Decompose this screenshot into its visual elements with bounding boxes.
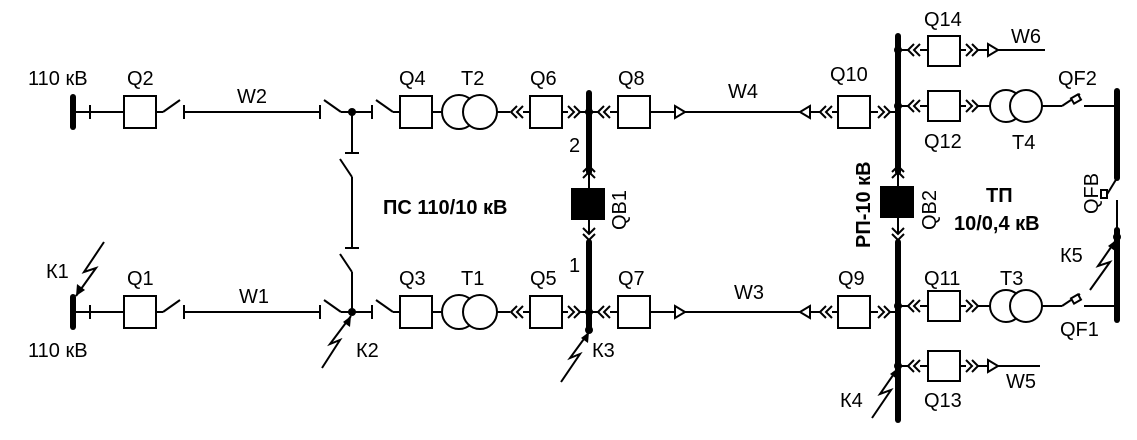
label-QF2: QF2 <box>1058 68 1097 90</box>
fault-marker-K5 <box>1089 239 1117 291</box>
feeder-W5 <box>898 350 1040 382</box>
feeder-W6 <box>898 35 1045 67</box>
breaker-Q2 <box>123 95 157 129</box>
label-Q4: Q4 <box>399 68 426 90</box>
breaker-Q4 <box>399 95 433 129</box>
breaker-Q10 <box>837 95 871 129</box>
sectional-breaker-QB1 <box>571 188 605 220</box>
label-W2: W2 <box>237 86 267 108</box>
disconnector-blade-Q2 <box>162 99 181 113</box>
rp-10kv-bus <box>880 33 914 423</box>
label-W3: W3 <box>734 282 764 304</box>
label-T4: T4 <box>1012 132 1035 154</box>
label-section-2: 2 <box>569 135 580 157</box>
label-QB1: QB1 <box>609 190 631 230</box>
breaker-Q9 <box>837 295 871 329</box>
bridge-disconnectors <box>339 112 359 312</box>
label-T1: T1 <box>461 268 484 290</box>
label-Q1: Q1 <box>127 268 154 290</box>
breaker-Q5 <box>529 295 563 329</box>
label-tp-line1: ТП <box>986 185 1013 207</box>
label-Q8: Q8 <box>618 68 645 90</box>
label-W6: W6 <box>1011 26 1041 48</box>
label-Q3: Q3 <box>399 268 426 290</box>
label-K3: К3 <box>592 340 615 362</box>
breaker-Q11 <box>927 290 961 322</box>
label-Q9: Q9 <box>838 268 865 290</box>
label-Q14: Q14 <box>924 9 962 31</box>
label-K4: К4 <box>840 390 863 412</box>
label-section-1: 1 <box>569 255 580 277</box>
feeder-T3 <box>898 289 1114 323</box>
label-W4: W4 <box>728 81 758 103</box>
transformer-T3-winding-2 <box>1009 289 1043 323</box>
label-Q12: Q12 <box>924 131 962 153</box>
label-K5: К5 <box>1060 245 1083 267</box>
feeder-W3 <box>589 295 898 329</box>
label-tp-line2: 10/0,4 кВ <box>954 213 1040 235</box>
fault-marker-K2 <box>321 315 352 369</box>
transformer-T2-winding-2 <box>462 94 498 130</box>
label-Q11: Q11 <box>924 268 960 290</box>
breaker-Q6 <box>529 95 563 129</box>
breaker-Q14 <box>927 35 961 67</box>
label-QF1: QF1 <box>1060 319 1099 341</box>
fault-marker-K3 <box>560 331 590 383</box>
transformer-T4-winding-2 <box>1009 89 1043 123</box>
feeder-T4 <box>898 89 1114 123</box>
label-110kv-top: 110 кВ <box>28 68 88 90</box>
breaker-Q12 <box>927 90 961 122</box>
ps-10kv-bus <box>571 90 605 334</box>
label-110kv-bottom: 110 кВ <box>28 340 88 362</box>
label-Q5: Q5 <box>530 268 557 290</box>
ps-top-path <box>399 94 589 130</box>
label-K2: К2 <box>356 340 379 362</box>
breaker-Q3 <box>399 295 433 329</box>
fault-marker-K4 <box>871 367 899 419</box>
label-K1: К1 <box>46 261 69 283</box>
label-Q7: Q7 <box>618 268 645 290</box>
label-Q6: Q6 <box>530 68 557 90</box>
label-T3: T3 <box>1000 268 1023 290</box>
breaker-Q13 <box>927 350 961 382</box>
label-rp: РП-10 кВ <box>853 161 875 248</box>
line-bottom-110 <box>73 295 400 329</box>
label-T2: T2 <box>461 68 484 90</box>
label-QFB: QFB <box>1081 173 1103 214</box>
label-ps: ПС 110/10 кВ <box>383 197 507 219</box>
breaker-Q7 <box>617 295 651 329</box>
tp-04kv-bus <box>1100 88 1121 323</box>
fault-marker-K1 <box>75 241 105 297</box>
ps-bottom-path <box>399 294 589 330</box>
line-top-110 <box>73 95 400 129</box>
label-W1: W1 <box>239 286 269 308</box>
label-Q2: Q2 <box>127 68 154 90</box>
label-Q10: Q10 <box>830 64 868 86</box>
label-Q13: Q13 <box>924 390 962 412</box>
breaker-Q1 <box>123 295 157 329</box>
label-QB2: QB2 <box>919 190 941 230</box>
breaker-Q8 <box>617 95 651 129</box>
feeder-W4 <box>589 95 898 129</box>
sectional-breaker-QB2 <box>880 186 914 218</box>
transformer-T1-winding-2 <box>462 294 498 330</box>
label-W5: W5 <box>1006 371 1036 393</box>
